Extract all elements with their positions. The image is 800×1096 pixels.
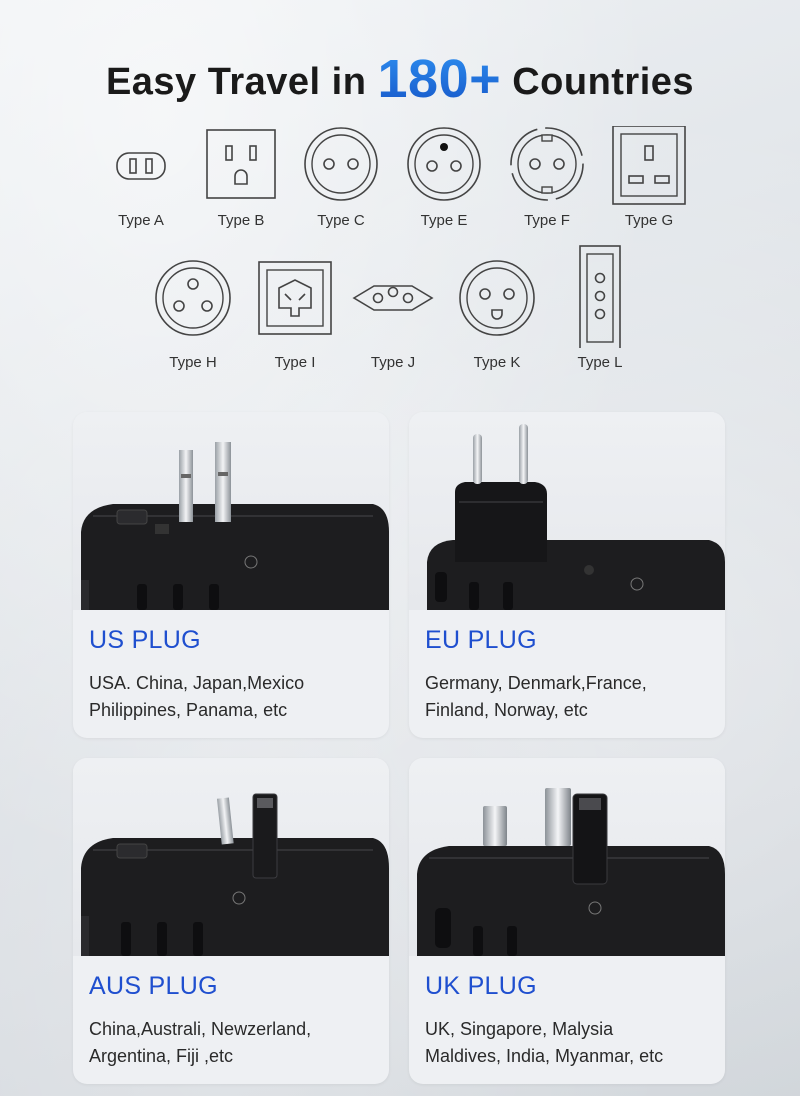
us-plug-title: US PLUG — [89, 626, 201, 654]
type-e-socket-icon — [407, 127, 481, 201]
uk-plug-photo — [409, 758, 725, 956]
type-g-label: Type G — [624, 212, 674, 229]
eu-plug-countries-line-1: Germany, Denmark,France, — [425, 673, 647, 693]
plug-type-h: Type H — [138, 258, 248, 371]
type-i-label: Type I — [274, 354, 316, 371]
type-j-socket-icon — [352, 285, 434, 311]
uk-plug-countries-line-2: Maldives, India, Myanmar, etc — [425, 1046, 664, 1066]
aus-plug-countries-line-1: China,Australi, Newzerland, — [89, 1019, 312, 1039]
aus-plug-description: China,Australi, Newzerland, Argentina, F… — [89, 1016, 311, 1070]
type-b-socket-icon — [206, 129, 276, 199]
eu-plug-countries-line-2: Finland, Norway, etc — [425, 700, 588, 720]
uk-adapter-image — [417, 788, 725, 956]
plug-type-g: Type G — [594, 126, 704, 229]
us-adapter-image — [81, 442, 389, 610]
card-uk-plug: UK PLUG UK, Singapore, Malysia Maldives,… — [409, 758, 725, 1084]
card-aus-plug: AUS PLUG China,Australi, Newzerland, Arg… — [73, 758, 389, 1084]
type-f-label: Type F — [524, 212, 570, 229]
plug-type-l: Type L — [545, 244, 655, 371]
headline-number: 180+ — [377, 49, 502, 109]
plug-type-b: Type B — [186, 126, 296, 229]
uk-plug-title: UK PLUG — [425, 972, 537, 1000]
card-eu-plug: EU PLUG Germany, Denmark,France, Finland… — [409, 412, 725, 738]
type-j-label: Type J — [370, 354, 416, 371]
headline: Easy Travel in 180+ Countries — [0, 48, 800, 110]
type-a-label: Type A — [118, 212, 164, 229]
us-plug-description: USA. China, Japan,Mexico Philippines, Pa… — [89, 670, 304, 724]
uk-plug-countries-line-1: UK, Singapore, Malysia — [425, 1019, 614, 1039]
eu-plug-title: EU PLUG — [425, 626, 537, 654]
type-h-socket-icon — [155, 260, 231, 336]
plug-type-a: Type A — [86, 126, 196, 229]
plug-type-f: Type F — [492, 126, 602, 229]
us-plug-countries-line-1: USA. China, Japan,Mexico — [89, 673, 305, 693]
eu-plug-photo — [409, 412, 725, 610]
aus-plug-countries-line-2: Argentina, Fiji ,etc — [89, 1046, 234, 1066]
type-g-socket-icon — [612, 126, 686, 205]
us-plug-countries-line-2: Philippines, Panama, etc — [89, 700, 288, 720]
uk-plug-description: UK, Singapore, Malysia Maldives, India, … — [425, 1016, 663, 1070]
aus-plug-title: AUS PLUG — [89, 972, 218, 1000]
headline-suffix: Countries — [512, 61, 695, 103]
aus-plug-photo — [73, 758, 389, 956]
type-k-socket-icon — [459, 260, 535, 336]
eu-plug-description: Germany, Denmark,France, Finland, Norway… — [425, 670, 647, 724]
type-e-label: Type E — [420, 212, 468, 229]
type-a-socket-icon — [116, 152, 166, 180]
type-l-socket-icon — [579, 245, 621, 348]
plug-type-k: Type K — [442, 258, 552, 371]
type-i-socket-icon — [258, 261, 332, 335]
plug-type-c: Type C — [286, 126, 396, 229]
card-us-plug: US PLUG USA. China, Japan,Mexico Philipp… — [73, 412, 389, 738]
type-f-socket-icon — [510, 127, 584, 201]
plug-type-e: Type E — [389, 126, 499, 229]
type-h-label: Type H — [169, 354, 217, 371]
headline-prefix: Easy Travel in — [105, 61, 367, 103]
eu-adapter-image — [427, 424, 725, 610]
aus-adapter-image — [81, 793, 389, 956]
type-k-label: Type K — [473, 354, 521, 371]
plug-type-i: Type I — [240, 258, 350, 371]
plug-type-j: Type J — [338, 258, 448, 371]
type-b-label: Type B — [217, 212, 265, 229]
us-plug-photo — [73, 412, 389, 610]
type-c-label: Type C — [317, 212, 365, 229]
type-c-socket-icon — [304, 127, 378, 201]
type-l-label: Type L — [577, 354, 623, 371]
